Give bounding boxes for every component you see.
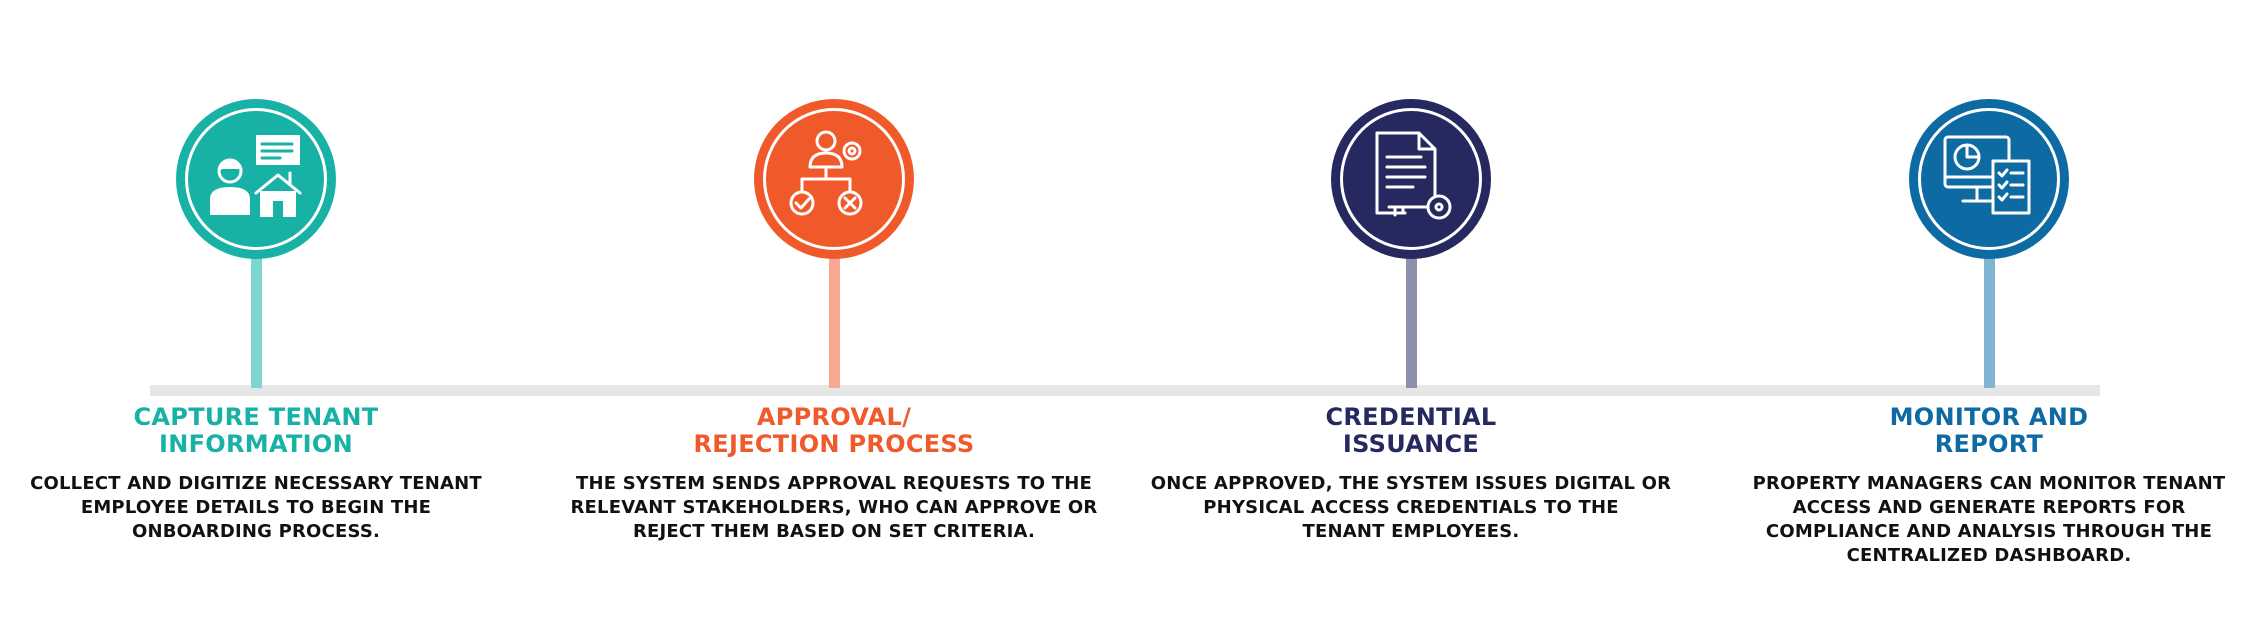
step-desc-line: ONCE APPROVED, THE SYSTEM ISSUES DIGITAL…	[1150, 473, 1672, 494]
step-desc-line: REJECT THEM BASED ON SET CRITERIA.	[632, 521, 1036, 542]
step-desc-line: PROPERTY MANAGERS CAN MONITOR TENANT	[1752, 473, 2226, 494]
step-desc-line: ONBOARDING PROCESS.	[131, 521, 381, 542]
step-title-line: MONITOR AND	[1889, 403, 2089, 431]
step-icon-circle	[176, 99, 336, 259]
step-icon-circle	[1331, 99, 1491, 259]
step-desc-line: COMPLIANCE AND ANALYSIS THROUGH THE	[1765, 521, 2213, 542]
step-description: THE SYSTEM SENDS APPROVAL REQUESTS TO TH…	[554, 472, 1114, 544]
step-description: COLLECT AND DIGITIZE NECESSARY TENANT EM…	[0, 472, 536, 544]
step-desc-line: EMPLOYEE DETAILS TO BEGIN THE	[80, 497, 432, 518]
step-title: CREDENTIAL ISSUANCE	[1131, 404, 1691, 458]
step-credential-issuance: CREDENTIAL ISSUANCE ONCE APPROVED, THE S…	[1131, 0, 1691, 625]
step-desc-line: TENANT EMPLOYEES.	[1302, 521, 1520, 542]
step-capture-tenant-information: CAPTURE TENANT INFORMATION COLLECT AND D…	[0, 0, 536, 625]
step-title-line: CAPTURE TENANT	[133, 403, 379, 431]
step-connector	[829, 250, 840, 388]
step-desc-line: RELEVANT STAKEHOLDERS, WHO CAN APPROVE O…	[570, 497, 1098, 518]
step-desc-line: THE SYSTEM SENDS APPROVAL REQUESTS TO TH…	[575, 473, 1092, 494]
step-title: CAPTURE TENANT INFORMATION	[0, 404, 536, 458]
step-desc-line: PHYSICAL ACCESS CREDENTIALS TO THE	[1203, 497, 1619, 518]
step-description: PROPERTY MANAGERS CAN MONITOR TENANT ACC…	[1709, 472, 2250, 568]
step-connector	[1406, 250, 1417, 388]
approval-workflow-icon	[789, 130, 863, 216]
step-approval-rejection-process: APPROVAL/ REJECTION PROCESS THE SYSTEM S…	[554, 0, 1114, 625]
step-icon-circle	[754, 99, 914, 259]
step-title-line: INFORMATION	[159, 430, 353, 458]
document-key-icon	[1375, 131, 1452, 220]
monitor-report-icon	[1943, 135, 2031, 215]
step-title-line: REPORT	[1934, 430, 2044, 458]
step-connector	[251, 250, 262, 388]
step-title: APPROVAL/ REJECTION PROCESS	[554, 404, 1114, 458]
step-title-line: REJECTION PROCESS	[693, 430, 975, 458]
step-desc-line: CENTRALIZED DASHBOARD.	[1846, 545, 2132, 566]
tenant-house-document-icon	[210, 135, 302, 217]
step-title: MONITOR AND REPORT	[1709, 404, 2250, 458]
step-desc-line: ACCESS AND GENERATE REPORTS FOR	[1792, 497, 2186, 518]
step-title-line: ISSUANCE	[1342, 430, 1480, 458]
step-desc-line: COLLECT AND DIGITIZE NECESSARY TENANT	[30, 473, 482, 494]
step-description: ONCE APPROVED, THE SYSTEM ISSUES DIGITAL…	[1131, 472, 1691, 544]
step-connector	[1984, 250, 1995, 388]
step-title-line: CREDENTIAL	[1325, 403, 1497, 431]
timeline-bar	[150, 385, 2100, 396]
step-icon-circle	[1909, 99, 2069, 259]
step-monitor-and-report: MONITOR AND REPORT PROPERTY MANAGERS CAN…	[1709, 0, 2250, 625]
step-title-line: APPROVAL/	[756, 403, 912, 431]
